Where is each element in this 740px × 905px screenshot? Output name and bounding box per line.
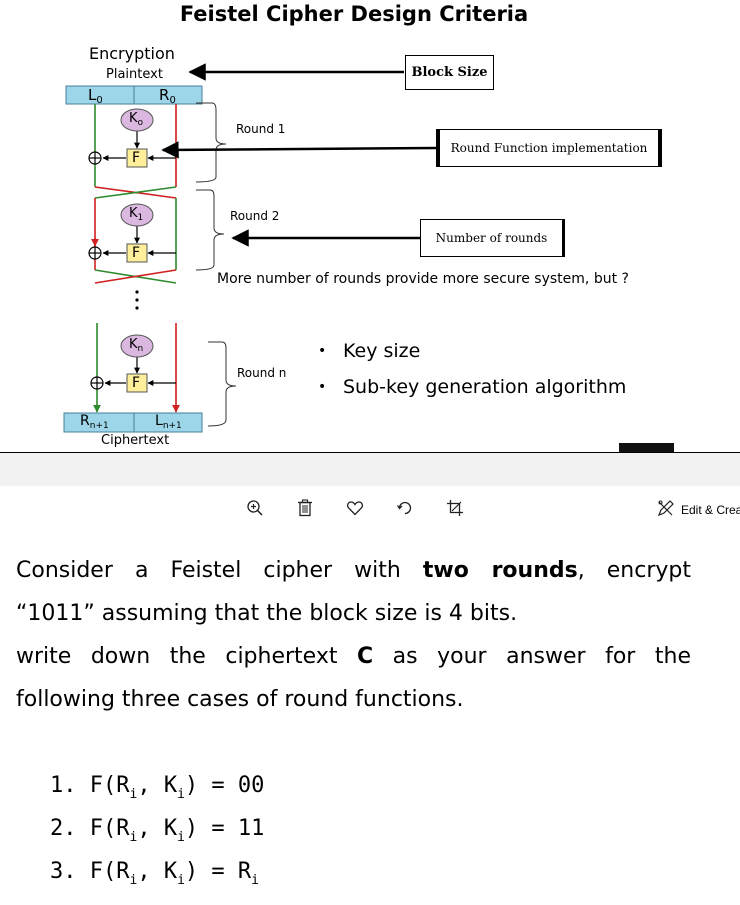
encryption-label: Encryption (89, 44, 175, 63)
block-size-box: Block Size (405, 55, 494, 90)
key-oval-round1 (120, 108, 154, 132)
roundn-label: Round n (237, 366, 287, 380)
round-function-cases: 1. F(Ri, Ki) = 00 2. F(Ri, Ki) = 11 3. F… (50, 764, 264, 893)
edit-create-icon (657, 499, 675, 520)
viewer-separator (0, 452, 740, 486)
edit-create-label: Edit & Crea (681, 502, 740, 517)
slide-title: Feistel Cipher Design Criteria (179, 2, 529, 26)
question-text: Consider a Feistel cipher with two round… (16, 549, 691, 721)
round1-label: Round 1 (236, 122, 286, 136)
bullet-item: •Sub-key generation algorithm (318, 376, 627, 398)
f-label-round1: F (132, 150, 141, 166)
list-item: 3. F(Ri, Ki) = Ri (50, 859, 259, 888)
ciphertext-label: Ciphertext (101, 433, 170, 448)
right-half-bottom-box (133, 412, 203, 433)
f-box-round2 (126, 243, 148, 263)
round2-label: Round 2 (230, 209, 280, 223)
key-label-round2: K1 (129, 206, 144, 223)
left-half-bottom-label: Rn+1 (80, 413, 109, 431)
list-item: 2. F(Ri, Ki) = 11 (50, 816, 265, 845)
right-half-top-box (133, 85, 203, 105)
key-oval-round2 (120, 203, 154, 227)
feistel-diagram (63, 63, 438, 433)
f-label-roundn: F (132, 375, 141, 391)
key-oval-roundn (120, 334, 154, 358)
list-item: 1. F(Ri, Ki) = 00 (50, 773, 265, 802)
bullet-item: •Key size (318, 340, 421, 362)
question-line: write down the ciphertext C as your answ… (16, 644, 691, 669)
question-line: “1011” assuming that the block size is 4… (16, 601, 518, 626)
f-box-roundn (126, 373, 148, 393)
zoom-in-icon[interactable] (245, 498, 265, 518)
edit-create-button[interactable]: Edit & Crea (657, 499, 740, 520)
heart-icon[interactable] (345, 498, 365, 518)
number-of-rounds-box: Number of rounds (420, 219, 565, 257)
right-half-top-label: R0 (159, 86, 176, 106)
round-function-box: Round Function implementation (436, 129, 662, 167)
plaintext-label: Plaintext (106, 67, 163, 82)
crop-icon[interactable] (445, 498, 465, 518)
delete-icon[interactable] (295, 498, 315, 518)
f-label-round2: F (132, 245, 141, 261)
design-criteria-bullets: •Key size •Sub-key generation algorithm (318, 333, 626, 405)
right-half-bottom-label: Ln+1 (155, 413, 182, 431)
key-label-roundn: Kn (129, 337, 144, 354)
slide-image: Feistel Cipher Design Criteria (0, 0, 740, 452)
f-box-round1 (126, 148, 148, 168)
left-half-top-label: L0 (88, 86, 103, 106)
rounds-note: More number of rounds provide more secur… (217, 271, 629, 287)
key-label-round1: Ko (129, 111, 144, 128)
question-line: Consider a Feistel cipher with two round… (16, 558, 692, 583)
rotate-icon[interactable] (395, 498, 415, 518)
image-edge-bar (619, 443, 674, 452)
question-line: following three cases of round functions… (16, 687, 464, 712)
image-toolbar: Edit & Crea (0, 486, 740, 528)
